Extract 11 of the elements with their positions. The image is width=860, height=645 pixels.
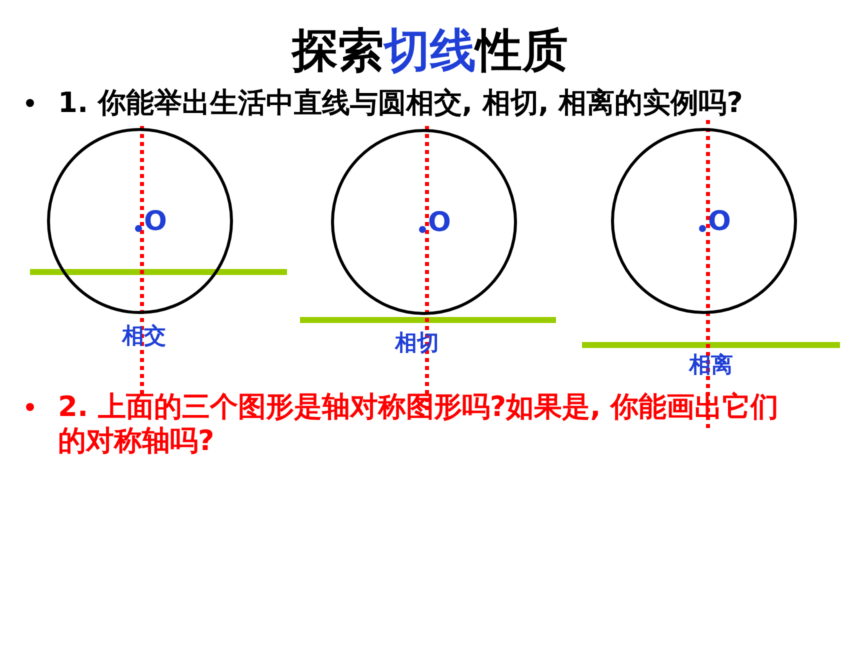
node-label: 相切 <box>395 331 439 357</box>
center-label: O <box>708 207 731 237</box>
title: 探索切线性质 <box>290 22 569 78</box>
circle <box>611 128 797 314</box>
circle <box>47 128 233 314</box>
circle <box>331 129 517 315</box>
center-label: O <box>144 207 167 237</box>
question-text: 1. 你能举出生活中直线与圆相交, 相切, 相离的实例吗? <box>58 86 744 120</box>
node-label: 相交 <box>122 324 166 350</box>
center-label: O <box>428 208 451 238</box>
node-label: 相离 <box>689 353 733 379</box>
